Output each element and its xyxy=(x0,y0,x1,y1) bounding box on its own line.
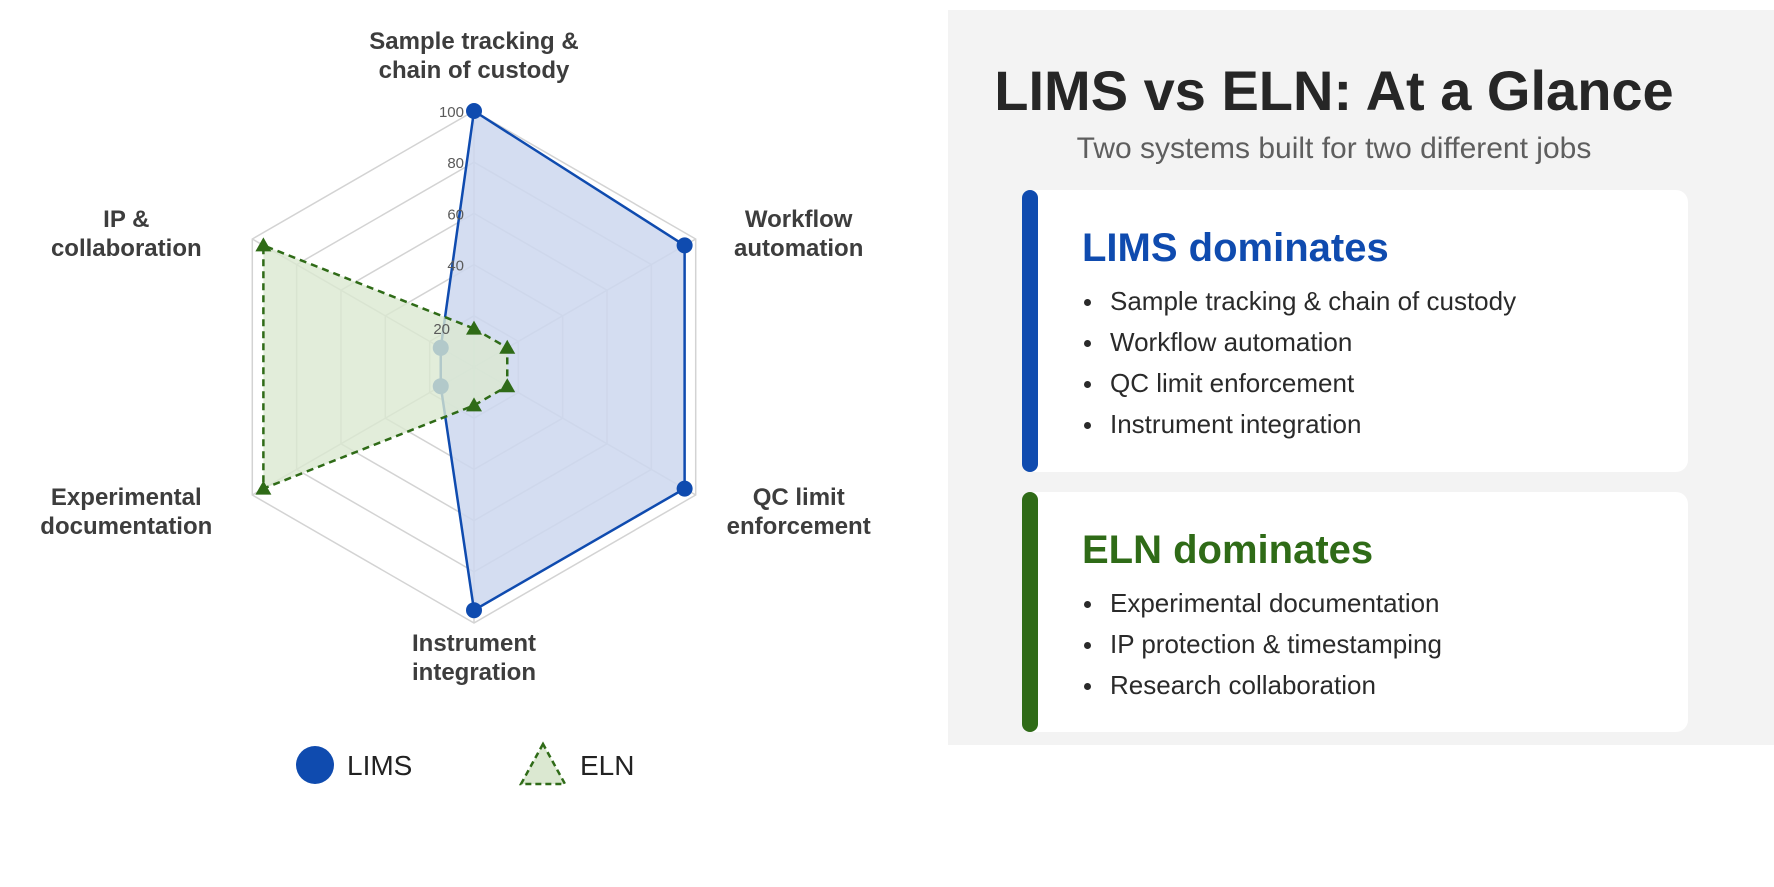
legend-eln-icon xyxy=(518,741,568,786)
tick-label: 20 xyxy=(433,321,450,338)
list-item: Experimental documentation xyxy=(1082,583,1688,624)
tick-label: 80 xyxy=(447,155,464,172)
eln-card-accent-bar xyxy=(1022,492,1038,732)
lims-card: LIMS dominates Sample tracking & chain o… xyxy=(1022,190,1688,472)
axis-label-line: chain of custody xyxy=(379,57,570,84)
axis-label-line: IP & xyxy=(103,206,149,233)
tick-label: 40 xyxy=(447,258,464,275)
summary-panel: LIMS vs ELN: At a Glance Two systems bui… xyxy=(948,10,1774,745)
legend-lims-label: LIMS xyxy=(347,750,412,781)
lims-point xyxy=(676,480,693,497)
axis-label-line: automation xyxy=(734,235,863,262)
list-item: Research collaboration xyxy=(1082,665,1688,706)
tick-label: 100 xyxy=(439,104,464,121)
eln-point xyxy=(466,397,482,412)
axis-label-line: QC limit xyxy=(753,484,845,511)
eln-card-list: Experimental documentation IP protection… xyxy=(1082,583,1688,706)
lims-card-list: Sample tracking & chain of custody Workf… xyxy=(1082,281,1688,445)
eln-point xyxy=(255,237,272,252)
eln-point xyxy=(499,378,516,393)
axis-label: IP &collaboration xyxy=(51,206,202,262)
tick-label: 60 xyxy=(447,206,464,223)
legend: LIMS ELN xyxy=(296,741,634,786)
axis-label-line: collaboration xyxy=(51,235,202,262)
axis-label-line: Sample tracking & xyxy=(369,28,578,55)
legend-eln-label: ELN xyxy=(580,750,634,781)
axis-label-line: Experimental xyxy=(51,484,202,511)
list-item: Sample tracking & chain of custody xyxy=(1082,281,1688,322)
axis-label-line: Instrument xyxy=(412,630,536,657)
radar-chart: 20 40 60 80 100 Sample tracking &chain of cus… xyxy=(40,28,871,786)
series-eln xyxy=(255,237,516,495)
lims-card-accent-bar xyxy=(1022,190,1038,472)
legend-lims-icon xyxy=(296,746,334,784)
list-item: QC limit enforcement xyxy=(1082,363,1688,404)
list-item: Instrument integration xyxy=(1082,404,1688,445)
eln-card: ELN dominates Experimental documentation… xyxy=(1022,492,1688,732)
axis-label-line: integration xyxy=(412,659,536,686)
lims-point xyxy=(466,103,482,119)
eln-card-title: ELN dominates xyxy=(1082,528,1374,572)
panel-subtitle: Two systems built for two different jobs xyxy=(1076,132,1592,165)
eln-point xyxy=(499,339,516,354)
eln-point xyxy=(255,480,272,495)
list-item: Workflow automation xyxy=(1082,322,1688,363)
axis-label-line: enforcement xyxy=(727,513,871,540)
list-item: IP protection & timestamping xyxy=(1082,624,1688,665)
lims-point xyxy=(466,602,482,619)
lims-card-title: LIMS dominates xyxy=(1082,226,1389,270)
eln-point xyxy=(466,320,482,335)
panel-title: LIMS vs ELN: At a Glance xyxy=(994,59,1674,122)
axis-label: Sample tracking &chain of custody xyxy=(369,28,578,84)
axis-label-line: Workflow xyxy=(745,206,853,233)
lims-point xyxy=(676,237,693,254)
axis-label-line: documentation xyxy=(40,513,212,540)
